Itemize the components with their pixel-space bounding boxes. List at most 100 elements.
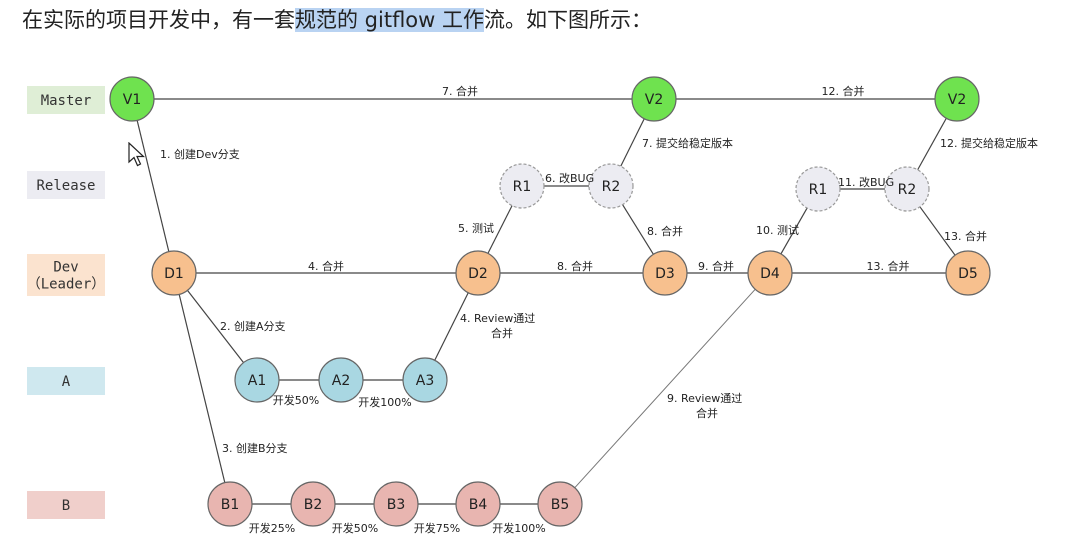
commit-node-mV1: V1 xyxy=(109,76,155,122)
commit-label: B2 xyxy=(304,497,323,513)
edge-label: 10. 测试 xyxy=(756,224,799,237)
commit-circle xyxy=(934,76,980,122)
mouse-cursor-icon xyxy=(128,142,146,167)
commit-circle xyxy=(455,481,501,527)
page-heading: 在实际的项目开发中，有一套规范的 gitflow 工作流。如下图所示： xyxy=(22,4,652,34)
edge-label: 7. 提交给稳定版本 xyxy=(642,136,733,150)
edge-label: 13. 合并 xyxy=(944,229,987,243)
edge-dD1-bB1 xyxy=(178,294,226,483)
commit-label: D3 xyxy=(655,266,675,282)
edge-label: 5. 测试 xyxy=(458,222,494,235)
commit-node-rR1a: R1 xyxy=(499,163,545,209)
commit-node-dD2: D2 xyxy=(455,250,501,296)
edge-dD4-rR1b xyxy=(780,207,808,255)
commit-node-aA1: A1 xyxy=(234,357,280,403)
commit-label: V2 xyxy=(645,92,663,108)
commit-node-rR1b: R1 xyxy=(795,166,841,212)
lane-label-b: B xyxy=(62,498,70,514)
edge-rR2b-dD5 xyxy=(919,206,956,256)
commit-circle xyxy=(945,250,991,296)
commit-circle xyxy=(631,76,677,122)
commit-label: A1 xyxy=(248,373,266,389)
commit-circle xyxy=(318,357,364,403)
commit-circle xyxy=(537,481,583,527)
lane-label-a: A xyxy=(62,374,71,390)
edge-label: 开发100% xyxy=(358,395,411,409)
edge-label: 12. 提交给稳定版本 xyxy=(940,136,1038,150)
commit-label: A2 xyxy=(332,373,350,389)
edge-dD1-aA1 xyxy=(187,290,244,363)
commit-label: R2 xyxy=(602,179,621,195)
commit-label: B5 xyxy=(551,497,570,513)
edge-label: 9. 合并 xyxy=(698,259,734,273)
commit-node-mV2b: V2 xyxy=(934,76,980,122)
commit-label: B1 xyxy=(221,497,240,513)
lane-box-dev xyxy=(27,254,105,296)
edge-label: 2. 创建A分支 xyxy=(220,319,286,333)
commit-circle xyxy=(455,250,501,296)
commit-label: R2 xyxy=(898,182,917,198)
lane-master: Master xyxy=(27,86,105,114)
commit-node-dD3: D3 xyxy=(642,250,688,296)
commit-node-bB1: B1 xyxy=(207,481,253,527)
commit-label: D4 xyxy=(760,266,780,282)
edge-label: 开发25% xyxy=(249,521,295,535)
lane-box-master xyxy=(27,86,105,114)
commit-node-dD5: D5 xyxy=(945,250,991,296)
commit-circle xyxy=(642,250,688,296)
lane-a: A xyxy=(27,367,105,395)
commit-circle xyxy=(151,250,197,296)
commit-circle xyxy=(207,481,253,527)
commit-circle xyxy=(373,481,419,527)
edge-label: 8. 合并 xyxy=(647,224,683,238)
edge-label: 开发50% xyxy=(332,521,378,535)
commit-node-bB5: B5 xyxy=(537,481,583,527)
commit-label: D1 xyxy=(164,266,184,282)
lane-release: Release xyxy=(27,171,105,199)
commit-node-dD4: D4 xyxy=(747,250,793,296)
commit-label: D2 xyxy=(468,266,488,282)
commit-circle xyxy=(884,166,930,212)
edge-label: 8. 合并 xyxy=(557,259,593,273)
lane-dev: Dev（Leader） xyxy=(27,254,105,296)
lane-label-dev: Dev xyxy=(53,260,78,276)
edge-aA3-dD2 xyxy=(434,292,469,361)
edge-label: 4. 合并 xyxy=(308,259,344,273)
edge-label: 1. 创建Dev分支 xyxy=(160,147,240,161)
edge-label: 4. Review通过 xyxy=(460,312,535,325)
commit-circle xyxy=(588,163,634,209)
edge-rR2a-dD3 xyxy=(622,204,654,255)
lane-box-b xyxy=(27,491,105,519)
commit-circle xyxy=(499,163,545,209)
edge-label: 11. 改BUG xyxy=(838,175,894,189)
edge-label: 开发75% xyxy=(414,521,460,535)
heading-text-before: 在实际的项目开发中，有一套 xyxy=(22,8,295,32)
commit-node-bB3: B3 xyxy=(373,481,419,527)
edge-rR2b-mV2b xyxy=(917,117,947,171)
commit-circle xyxy=(402,357,448,403)
commit-label: B3 xyxy=(387,497,406,513)
commit-node-aA2: A2 xyxy=(318,357,364,403)
heading-text-highlight: 规范的 gitflow 工作 xyxy=(295,8,484,32)
commit-label: R1 xyxy=(513,179,532,195)
edge-label: 合并 xyxy=(696,406,718,420)
commit-label: R1 xyxy=(809,182,828,198)
commit-circle xyxy=(795,166,841,212)
lane-box-release xyxy=(27,171,105,199)
lane-box-a xyxy=(27,367,105,395)
edge-dD2-rR1a xyxy=(487,205,513,254)
commit-circle xyxy=(109,76,155,122)
commit-label: D5 xyxy=(958,266,978,282)
commit-label: A3 xyxy=(416,373,434,389)
heading-text-after: 流。如下图所示： xyxy=(484,8,652,32)
commit-label: V1 xyxy=(123,92,141,108)
edge-label: 3. 创建B分支 xyxy=(222,441,288,455)
edge-bB5-dD4 xyxy=(574,288,756,489)
edge-rR2a-mV2a xyxy=(620,118,645,167)
edge-label: 合并 xyxy=(491,326,513,340)
commit-node-mV2a: V2 xyxy=(631,76,677,122)
edge-label: 13. 合并 xyxy=(867,259,910,273)
